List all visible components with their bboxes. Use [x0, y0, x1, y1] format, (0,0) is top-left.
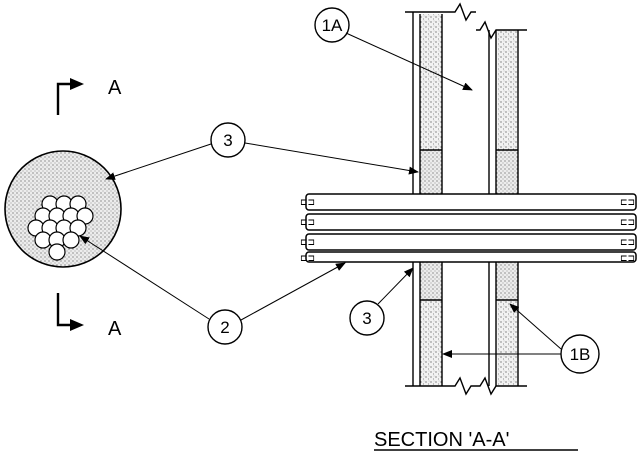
callout-2: 2	[79, 235, 346, 345]
svg-text:⊏⊐: ⊏⊐	[620, 237, 635, 247]
callout-1b: 1B	[442, 303, 600, 374]
svg-text:⊏⊐: ⊏⊐	[300, 217, 315, 227]
svg-text:⊏⊐: ⊏⊐	[300, 237, 315, 247]
wall-lower-left-fill	[420, 300, 442, 386]
callout-3-bottom: 3	[349, 267, 414, 336]
svg-text:⊏⊐: ⊏⊐	[620, 217, 635, 227]
callout-1b-label: 1B	[570, 345, 591, 364]
cables-through-wall: ⊏⊐ ⊏⊐ ⊏⊐ ⊏⊐ ⊏⊐ ⊏⊐ ⊏⊐ ⊏⊐	[300, 193, 637, 263]
cable-1	[305, 193, 637, 211]
svg-text:⊏⊐: ⊏⊐	[300, 253, 315, 263]
section-mark-top-label: A	[108, 77, 122, 99]
svg-text:⊏⊐: ⊏⊐	[300, 197, 315, 207]
callout-1a-label: 1A	[322, 16, 343, 35]
svg-text:⊏⊐: ⊏⊐	[620, 197, 635, 207]
wall-upper-left-fill	[420, 14, 442, 150]
section-mark-bottom-label: A	[108, 318, 122, 340]
sealant-lower-left	[420, 262, 442, 300]
svg-text:⊏⊐: ⊏⊐	[620, 253, 635, 263]
wall-upper-right-fill	[496, 30, 518, 150]
sealant-upper-left	[420, 150, 442, 194]
cable-2	[305, 213, 637, 231]
cable-4	[305, 251, 637, 263]
cable-bundle-section	[4, 150, 122, 268]
sealant-lower-right	[496, 262, 518, 300]
cable-3	[305, 233, 637, 251]
cable-conductors	[27, 195, 94, 261]
callout-2-label: 2	[220, 318, 229, 337]
sealant-upper-right	[496, 150, 518, 194]
cable-end-marks: ⊏⊐ ⊏⊐ ⊏⊐ ⊏⊐ ⊏⊐ ⊏⊐ ⊏⊐ ⊏⊐	[300, 197, 635, 263]
section-title-group: SECTION 'A-A'	[374, 429, 578, 451]
section-title: SECTION 'A-A'	[374, 429, 509, 451]
section-mark-top: A	[56, 77, 122, 115]
wall-section	[405, 2, 527, 396]
callout-3-top: 3	[105, 122, 419, 180]
callout-3-bottom-label: 3	[362, 309, 371, 328]
callout-3-top-label: 3	[223, 131, 232, 150]
section-mark-bottom: A	[56, 293, 122, 340]
wall-lower-right-fill	[496, 300, 518, 386]
callout-1a: 1A	[314, 7, 473, 91]
